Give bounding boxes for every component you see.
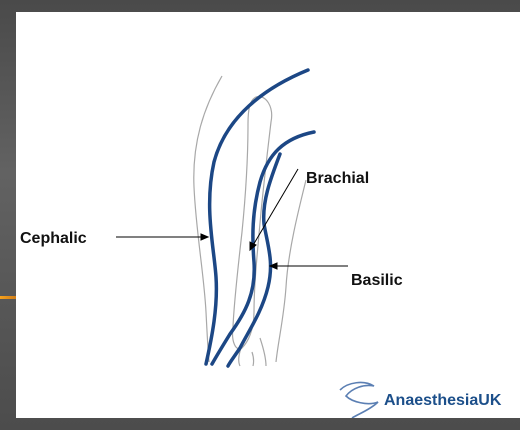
forearm-bone-right <box>260 338 266 366</box>
forearm-bone-mid <box>252 352 254 366</box>
basilic-vein <box>212 132 314 364</box>
cephalic-pointer-arrowhead <box>201 234 208 240</box>
logo-text: AnaesthesiaUK <box>384 392 501 410</box>
brachial-label: Brachial <box>306 170 369 188</box>
cephalic-label: Cephalic <box>20 230 87 248</box>
arm-outline-left <box>194 76 222 362</box>
arm-veins-diagram <box>16 12 520 418</box>
slide-canvas: Cephalic Brachial Basilic AnaesthesiaUK <box>16 12 520 418</box>
basilic-label: Basilic <box>351 272 403 290</box>
anaesthesiauk-logo: AnaesthesiaUK <box>334 372 520 418</box>
arm-outline-right <box>276 180 306 362</box>
